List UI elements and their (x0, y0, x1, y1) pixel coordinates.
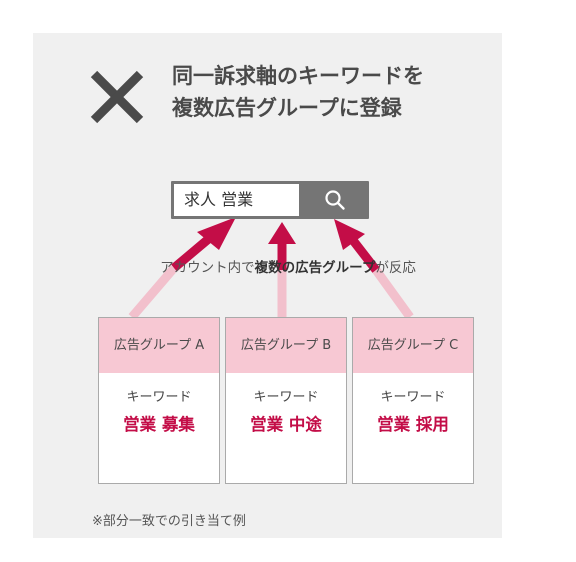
arrow-a-tail (128, 265, 178, 320)
heading-line-2: 複数広告グループに登録 (172, 96, 402, 120)
keyword-label: キーワード (126, 390, 192, 405)
reaction-caption: アカウント内で複数の広告グループが反応 (100, 258, 476, 278)
search-bar: 求人 営業 (171, 181, 369, 219)
heading: 同一訴求軸のキーワードを 複数広告グループに登録 (172, 60, 492, 124)
caption-prefix: アカウント内で (160, 260, 255, 276)
arrow-c-tail (372, 267, 414, 320)
ad-group-name: 広告グループ C (353, 318, 473, 373)
caption-suffix: が反応 (375, 260, 416, 276)
footnote: ※部分一致での引き当て例 (92, 514, 246, 529)
search-input[interactable]: 求人 営業 (174, 184, 299, 216)
arrow-c-head (334, 219, 365, 250)
heading-line-1: 同一訴求軸のキーワードを (172, 64, 424, 88)
ad-group-name: 広告グループ B (226, 318, 346, 373)
ad-group-card-c: 広告グループ C キーワード 営業 採用 (352, 317, 474, 484)
search-button[interactable] (301, 181, 369, 219)
ad-group-name: 広告グループ A (99, 318, 219, 373)
cross-mark-icon (90, 70, 144, 124)
search-icon (325, 190, 345, 210)
arrow-a-head (197, 217, 236, 250)
caption-emphasis: 複数の広告グループ (254, 260, 376, 276)
arrow-c-shaft (348, 236, 380, 273)
ad-group-card-b: 広告グループ B キーワード 営業 中途 (225, 317, 347, 484)
keyword-value: 営業 中途 (250, 415, 322, 434)
arrow-a-shaft (171, 232, 215, 272)
keyword-label: キーワード (380, 390, 446, 405)
keyword-value: 営業 採用 (377, 415, 449, 434)
keyword-value: 営業 募集 (123, 415, 195, 434)
arrow-b-head (268, 222, 296, 244)
ad-group-card-a: 広告グループ A キーワード 営業 募集 (98, 317, 220, 484)
keyword-label: キーワード (253, 390, 319, 405)
